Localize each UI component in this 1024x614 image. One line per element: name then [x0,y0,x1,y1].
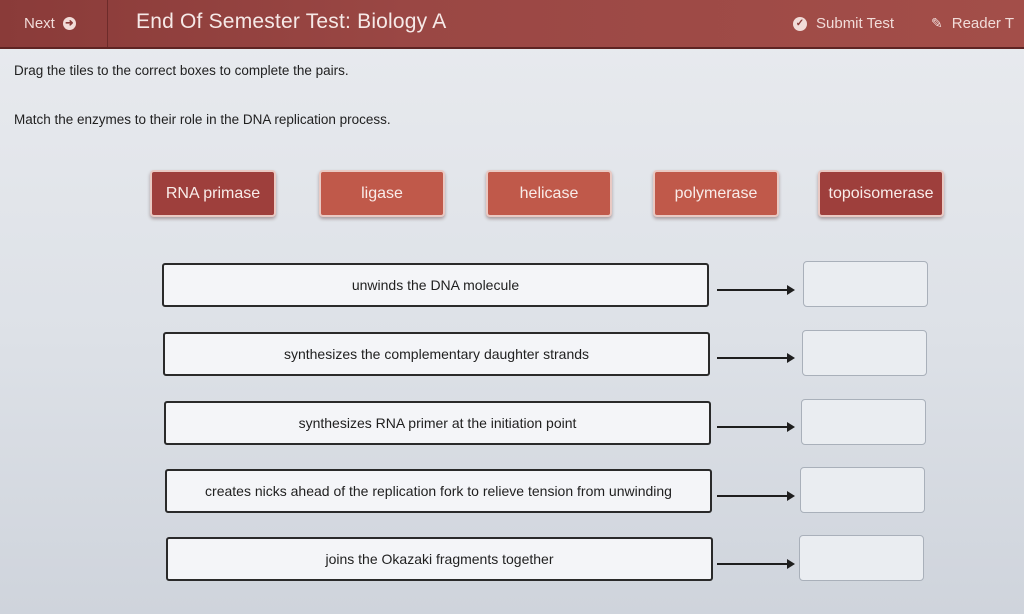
test-title: End Of Semester Test: Biology A [136,10,447,33]
match-instruction: Match the enzymes to their role in the D… [14,112,391,127]
arrow-right-icon [717,489,795,503]
next-label: Next [24,15,55,32]
drop-target-3[interactable] [801,399,926,445]
test-header-bar: Next ➜ End Of Semester Test: Biology A ✓… [0,0,1024,49]
description-creates-nicks: creates nicks ahead of the replication f… [165,469,712,513]
next-button[interactable]: Next ➜ [10,0,108,47]
drag-instruction: Drag the tiles to the correct boxes to c… [14,63,349,78]
tile-helicase[interactable]: helicase [486,170,612,217]
arrow-right-icon [717,557,795,571]
tile-topoisomerase[interactable]: topoisomerase [818,170,944,217]
reader-tools-button[interactable]: ✎ Reader T [931,0,1014,47]
wrench-icon: ✎ [931,15,943,31]
submit-test-button[interactable]: ✓ Submit Test [793,0,894,47]
drop-target-1[interactable] [803,261,928,307]
arrow-circle-right-icon: ➜ [62,17,76,30]
description-synthesizes-primer: synthesizes RNA primer at the initiation… [164,401,711,445]
description-unwinds: unwinds the DNA molecule [162,263,709,307]
submit-test-label: Submit Test [816,15,895,32]
arrow-right-icon [717,420,795,434]
tile-rna-primase[interactable]: RNA primase [150,170,276,217]
drop-target-2[interactable] [802,330,927,376]
tile-polymerase[interactable]: polymerase [653,170,779,217]
drop-target-4[interactable] [800,467,925,513]
description-joins-okazaki: joins the Okazaki fragments together [166,537,713,581]
reader-label: Reader T [951,15,1014,32]
arrow-right-icon [717,283,795,297]
drop-target-5[interactable] [799,535,924,581]
check-circle-icon: ✓ [793,16,807,31]
description-synthesizes-daughter: synthesizes the complementary daughter s… [163,332,710,376]
arrow-right-icon [717,351,795,365]
tile-ligase[interactable]: ligase [319,170,445,217]
